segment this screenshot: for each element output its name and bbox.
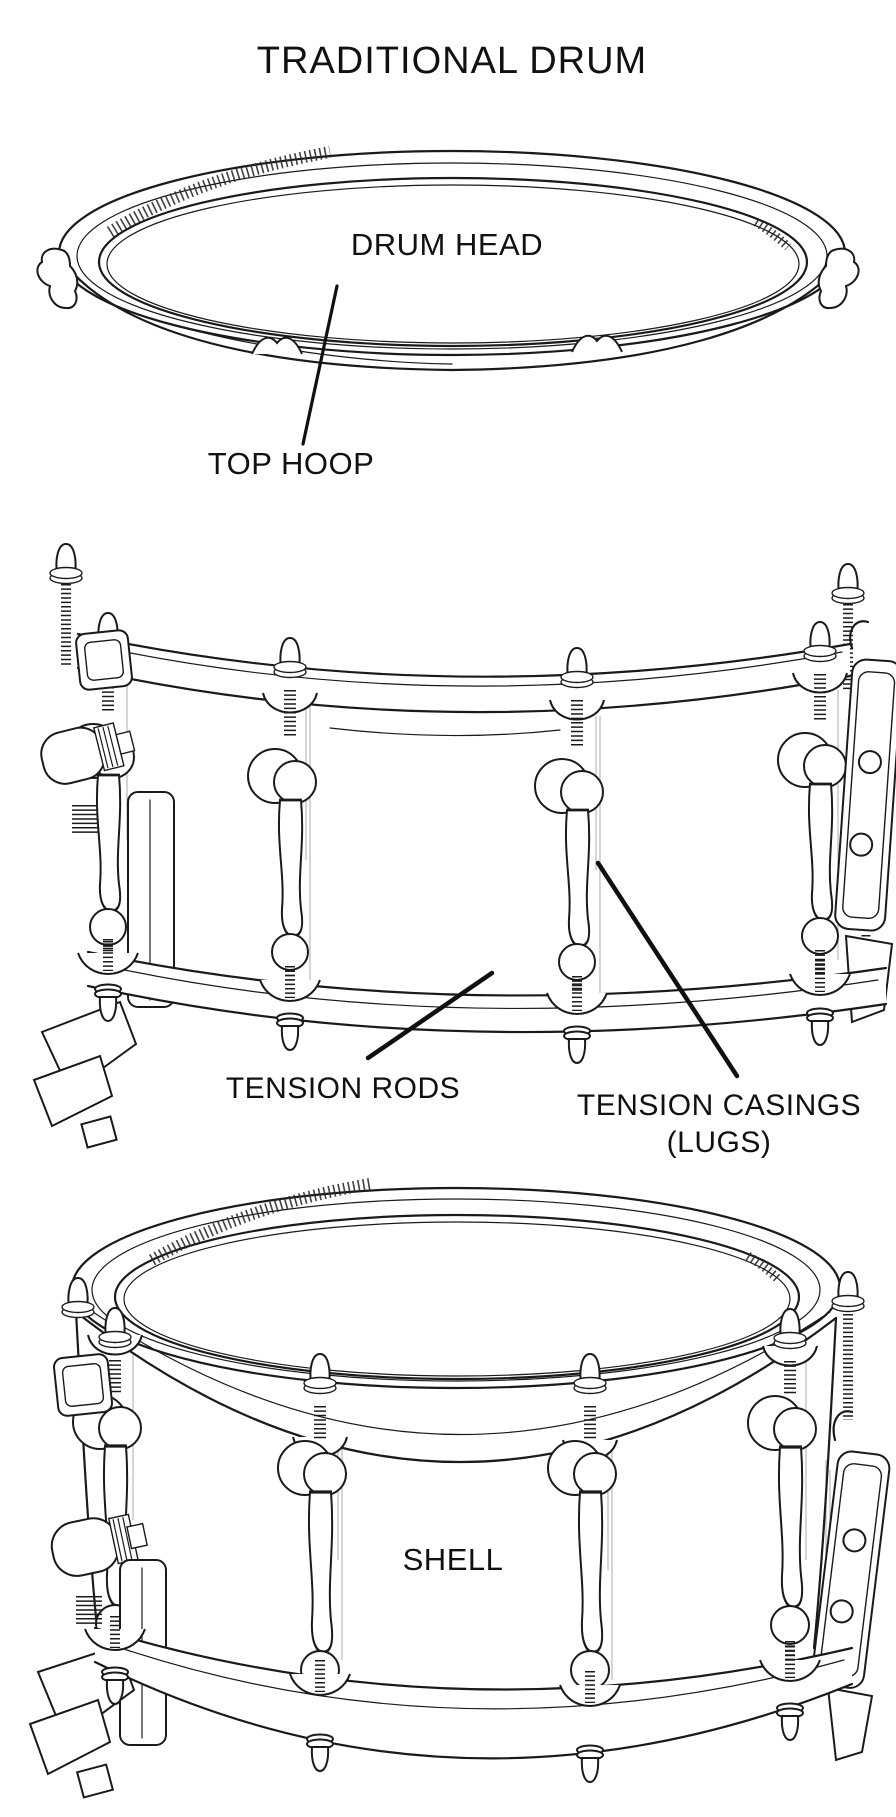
shell-label: SHELL (402, 1542, 504, 1577)
strainer-assembly (32, 629, 175, 1149)
top-hoop-leader-line (301, 284, 339, 446)
leader-lines (301, 284, 740, 1079)
figure-top-hoop (36, 146, 860, 372)
drum-head-label: DRUM HEAD (350, 227, 544, 262)
top-hoop-label: TOP HOOP (207, 446, 375, 481)
tension-rods-label: TENSION RODS (225, 1072, 461, 1105)
figure-tension-rods (32, 543, 896, 1149)
butt-plate-assembly (811, 1410, 891, 1762)
tension-casings-label: TENSION CASINGS (576, 1089, 862, 1122)
page-title: TRADITIONAL DRUM (256, 40, 648, 82)
tension-rods-leader-line (365, 970, 495, 1061)
lugs-label: (LUGS) (666, 1126, 772, 1159)
tension-casings-leader-line (595, 860, 740, 1079)
strainer-assembly (28, 1353, 167, 1799)
figure-shell (28, 1178, 891, 1799)
